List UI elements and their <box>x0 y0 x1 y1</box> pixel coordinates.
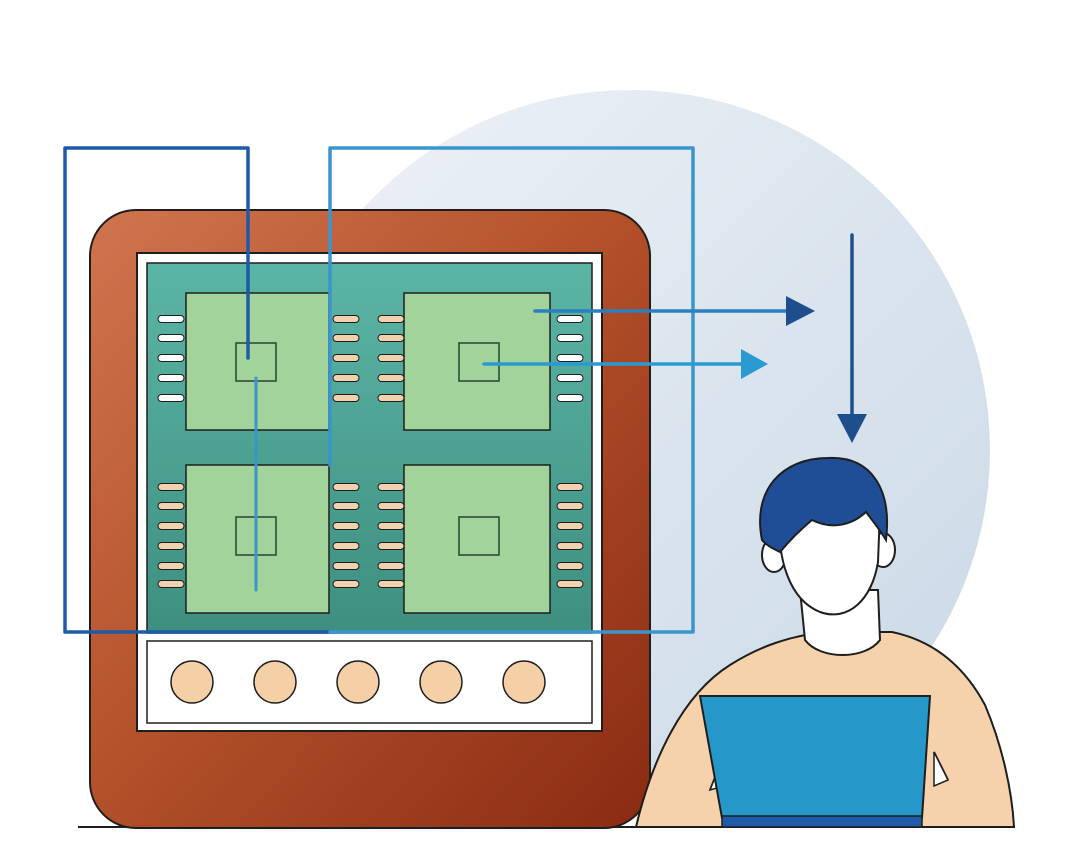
chip-pin <box>556 334 584 342</box>
connection-lines <box>63 146 695 634</box>
arrow-right-icon <box>482 349 768 379</box>
chip-pin <box>377 522 405 530</box>
chip-pin <box>332 354 360 362</box>
chip-pin <box>377 483 405 491</box>
chip-pin <box>556 542 584 550</box>
chip-pin <box>157 354 185 362</box>
chip-pin <box>157 562 185 570</box>
chip-pin <box>332 483 360 491</box>
chip-pin <box>377 580 405 588</box>
laptop-base <box>721 815 923 828</box>
chip-pin <box>332 580 360 588</box>
device-button <box>502 660 546 704</box>
chip-pin <box>157 542 185 550</box>
microchip-icon <box>403 292 551 431</box>
chip-pin <box>157 580 185 588</box>
chip-pins <box>157 315 584 588</box>
chip-pin <box>556 522 584 530</box>
chip-pin <box>377 394 405 402</box>
chip-pin <box>377 374 405 382</box>
chip-pin <box>332 542 360 550</box>
chip-pin <box>556 374 584 382</box>
chip-pin <box>157 522 185 530</box>
microchip-icon <box>403 464 551 614</box>
chip-pin <box>332 522 360 530</box>
chip-pin <box>157 502 185 510</box>
chip-pin <box>157 483 185 491</box>
chip-pin <box>556 315 584 323</box>
chip-pin <box>556 483 584 491</box>
device-button <box>419 660 463 704</box>
chip-pin <box>332 374 360 382</box>
chip-pin <box>556 354 584 362</box>
chip-pin <box>556 562 584 570</box>
chip-pin <box>556 394 584 402</box>
person-hair <box>759 456 888 554</box>
chip-pin <box>157 374 185 382</box>
chip-pin <box>377 542 405 550</box>
laptop-icon <box>698 695 932 828</box>
device-button <box>170 660 214 704</box>
chip-pin <box>332 562 360 570</box>
chip-pin <box>332 502 360 510</box>
control-buttons <box>170 660 546 704</box>
arrow-down-icon <box>837 233 867 443</box>
chip-pin <box>377 334 405 342</box>
chip-pin <box>332 334 360 342</box>
chip-pin <box>332 394 360 402</box>
circuit-board-icon <box>89 209 651 829</box>
chip-pin <box>556 502 584 510</box>
device-button <box>336 660 380 704</box>
chip-pin <box>377 502 405 510</box>
arrow-right-icon <box>533 296 815 326</box>
chip-pin <box>157 394 185 402</box>
chip-pin <box>377 354 405 362</box>
chip-pin <box>332 315 360 323</box>
chip-pin <box>377 315 405 323</box>
chip-pin <box>556 580 584 588</box>
chip-pin <box>377 562 405 570</box>
person-face <box>778 509 882 616</box>
device-button <box>253 660 297 704</box>
chip-pin <box>157 334 185 342</box>
laptop-screen <box>698 695 932 819</box>
chip-pin <box>157 315 185 323</box>
